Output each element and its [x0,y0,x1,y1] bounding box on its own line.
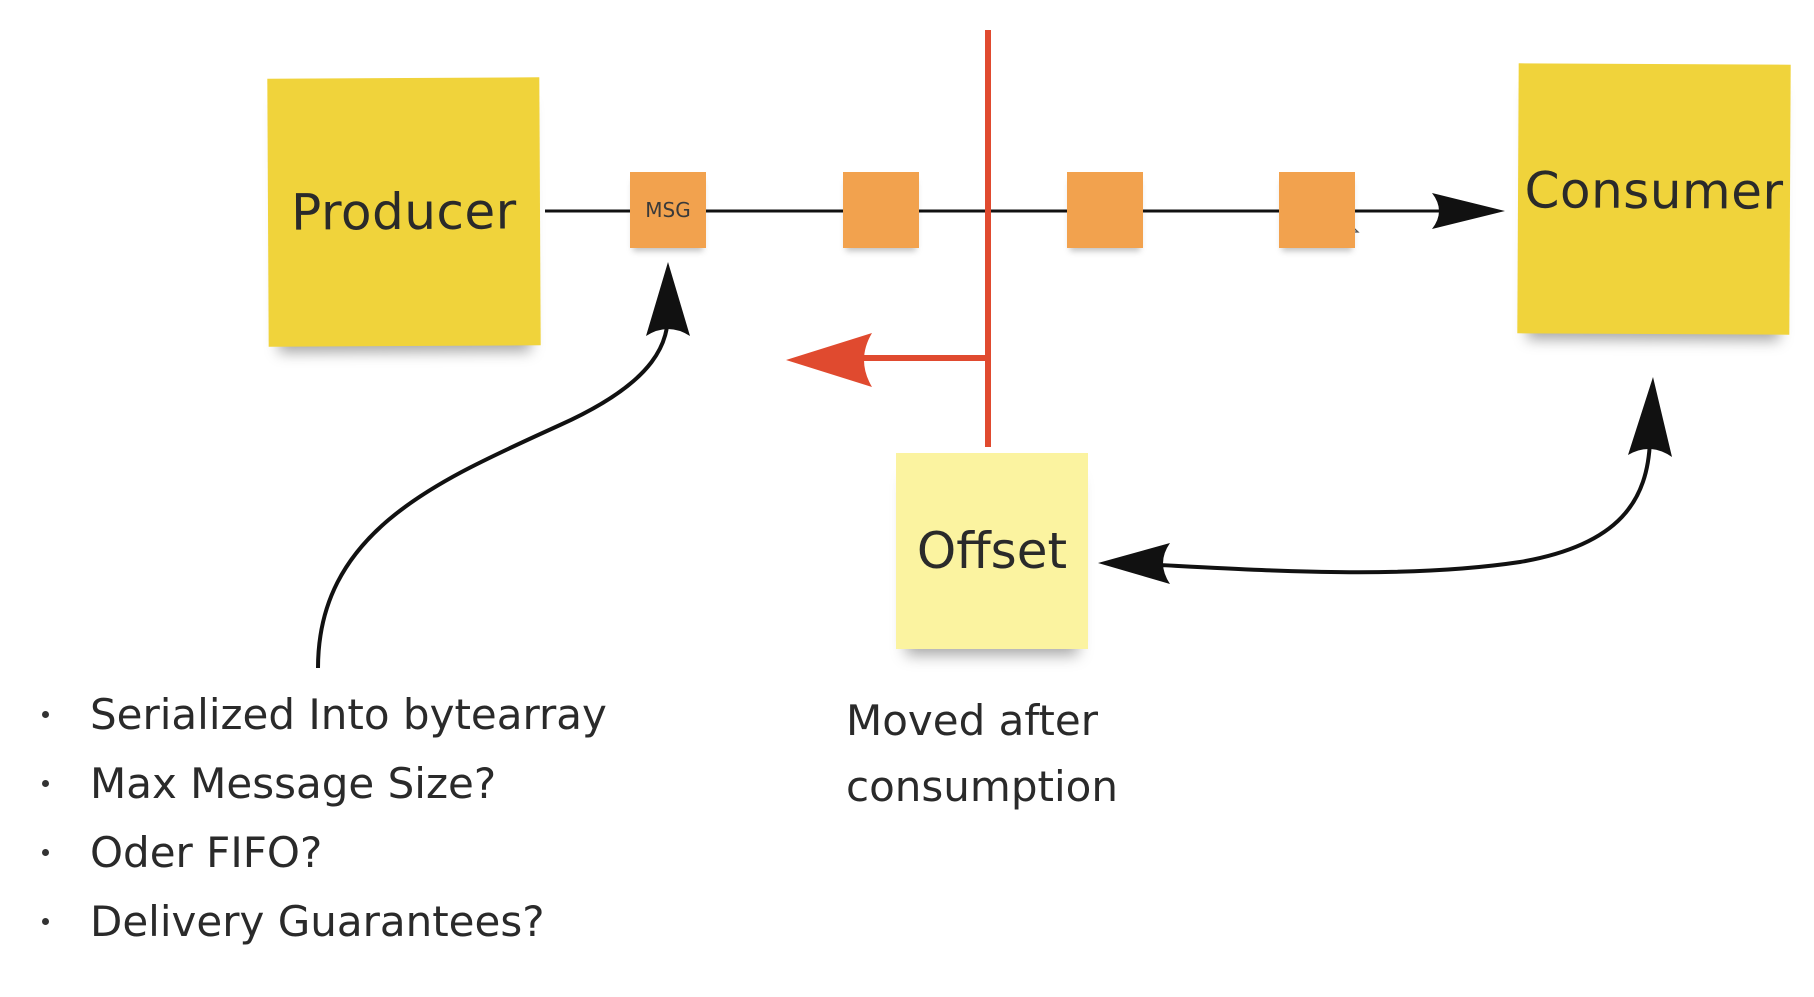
offset-move-arrowhead [786,333,872,387]
producer-node: Producer [267,77,541,347]
consumer-label: Consumer [1524,161,1784,221]
bullet-dot-icon [42,780,49,787]
serialization-curve-arrow [316,311,670,669]
list-item: Oder FIFO? [38,818,607,887]
offset-note: Moved after consumption [846,688,1118,820]
message-questions-list: Serialized Into bytearray Max Message Si… [38,680,607,956]
offset-note-line-1: Moved after [846,696,1098,745]
list-item: Delivery Guarantees? [38,887,607,956]
message-box-label: MSG [645,198,691,222]
message-box-3 [1067,172,1143,248]
bullet-dot-icon [42,711,49,718]
consumer-side-arrowhead [1628,377,1672,457]
bullet-dot-icon [42,849,49,856]
offset-side-arrowhead [1098,543,1170,584]
producer-label: Producer [291,182,517,242]
serialization-arrowhead [646,262,690,336]
message-box-1: MSG [630,172,706,248]
offset-consumer-curve-arrow [1139,439,1652,575]
list-item: Max Message Size? [38,749,607,818]
offset-node: Offset [896,453,1088,649]
message-box-2 [843,172,919,248]
bullet-dot-icon [42,918,49,925]
offset-label: Offset [916,522,1068,580]
offset-note-line-2: consumption [846,762,1118,811]
message-flow-arrowhead [1432,193,1505,229]
consumer-node: Consumer [1517,63,1791,335]
message-box-4 [1279,172,1355,248]
list-item: Serialized Into bytearray [38,680,607,749]
